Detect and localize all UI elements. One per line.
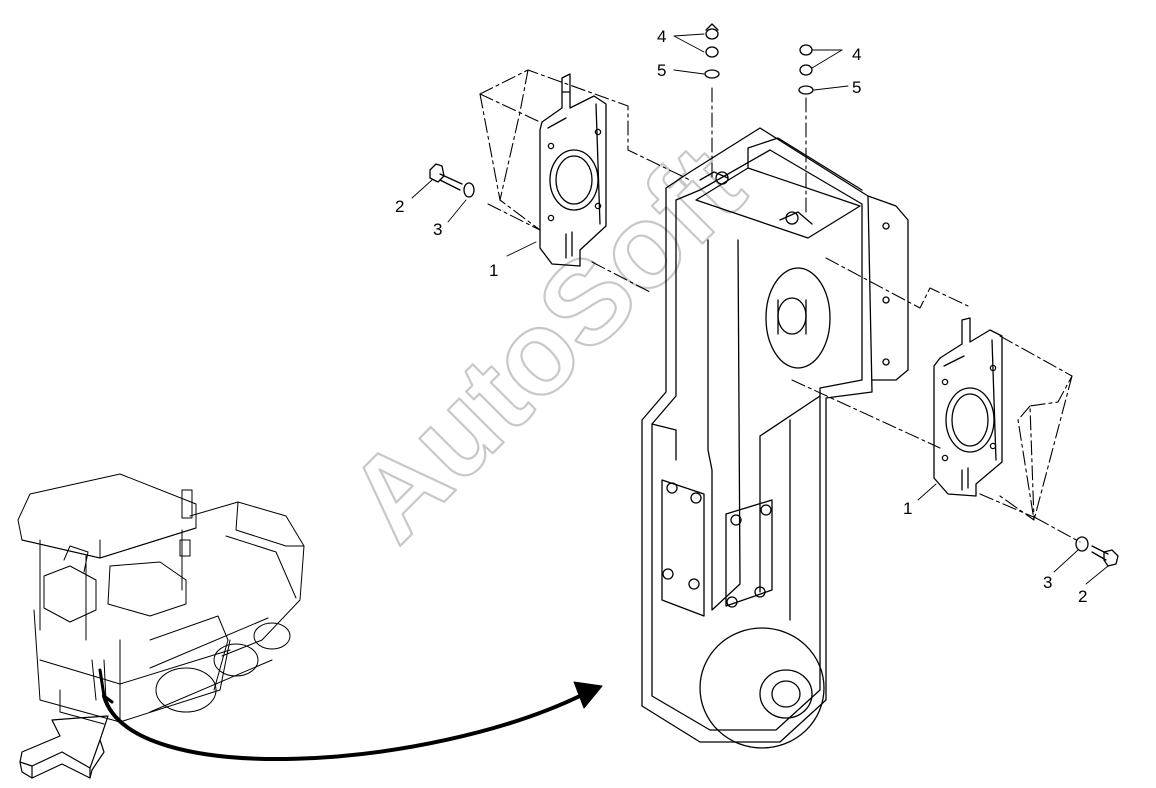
callout-nut-top-right: 4 <box>852 45 861 64</box>
bolt-right-icon <box>1091 545 1119 567</box>
callout-nut-top-left: 4 <box>657 27 666 46</box>
callout-bracket-right: 1 <box>903 499 912 518</box>
washer-right-icon <box>1075 536 1089 552</box>
nut-stack-right-icon <box>798 44 814 95</box>
gearbox-housing <box>641 127 909 749</box>
callout-washer-left: 3 <box>433 220 442 239</box>
bracket-right <box>933 317 1003 497</box>
watermark-text: AutoSoft <box>323 121 769 567</box>
bolt-left-icon <box>429 163 463 191</box>
callout-bolt-left: 2 <box>395 197 404 216</box>
callout-washer-right: 3 <box>1043 573 1052 592</box>
assembly-lines <box>479 69 1081 543</box>
paver-machine-thumbnail <box>17 473 305 725</box>
arrow-up-right-icon <box>19 715 109 779</box>
callout-bracket-left: 1 <box>489 261 498 280</box>
nut-stack-left-icon <box>704 23 720 79</box>
washer-left-icon <box>463 182 475 198</box>
callout-lockwasher-top-left: 5 <box>657 61 666 80</box>
callout-bolt-right: 2 <box>1078 587 1087 606</box>
leader-lines <box>411 33 1109 585</box>
curved-arrow-icon <box>98 668 603 761</box>
callout-lockwasher-top-right: 5 <box>852 78 861 97</box>
bracket-left <box>539 73 607 267</box>
